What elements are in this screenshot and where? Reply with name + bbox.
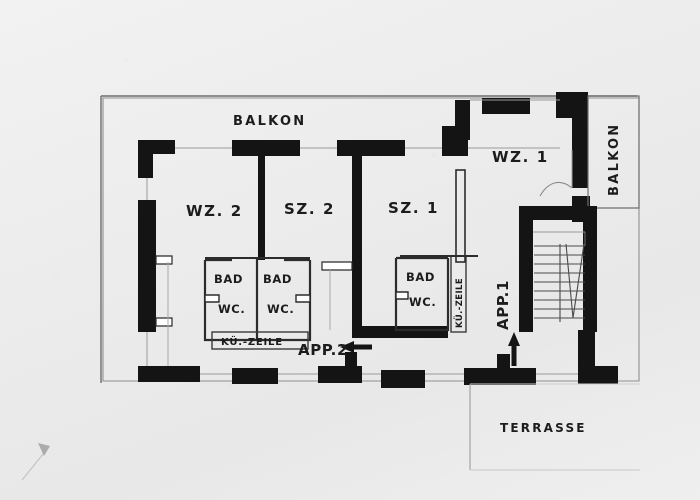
label-wc-right: WC. xyxy=(409,295,436,309)
label-wc-left-1: WC. xyxy=(218,302,245,316)
app2-entry-arrow xyxy=(340,341,372,353)
label-kuechenzeile-right: KÜ.-ZEILE xyxy=(454,278,465,328)
stairwell xyxy=(519,206,597,332)
label-sz2: SZ. 2 xyxy=(284,200,335,218)
label-bad-left-2: BAD xyxy=(263,272,292,286)
wall-party xyxy=(321,150,448,338)
pencil-mark xyxy=(21,443,50,481)
label-bad-right: BAD xyxy=(406,270,435,284)
bath-block-right xyxy=(394,169,478,333)
label-kuechenzeile-left: KÜ.-ZEILE xyxy=(221,334,283,348)
label-wc-left-2: WC. xyxy=(267,302,294,316)
label-sz1: SZ. 1 xyxy=(388,199,439,217)
label-bad-left-1: BAD xyxy=(214,272,243,286)
balcony-right xyxy=(539,95,640,209)
outer-boundary xyxy=(100,95,640,383)
label-balkon-top: BALKON xyxy=(233,114,306,129)
label-balkon-right: BALKON xyxy=(607,123,622,196)
bath-block-left xyxy=(203,257,312,350)
wall-south xyxy=(138,330,618,388)
app1-entry-arrow xyxy=(508,332,520,366)
terrasse-outline xyxy=(469,383,640,471)
label-wz2: WZ. 2 xyxy=(186,202,243,220)
label-terrasse: TERRASSE xyxy=(500,421,587,435)
label-app1: APP.1 xyxy=(494,280,512,330)
label-app2: APP.2 xyxy=(298,341,348,359)
wall-west xyxy=(138,178,173,368)
label-wz1: WZ. 1 xyxy=(492,148,549,166)
